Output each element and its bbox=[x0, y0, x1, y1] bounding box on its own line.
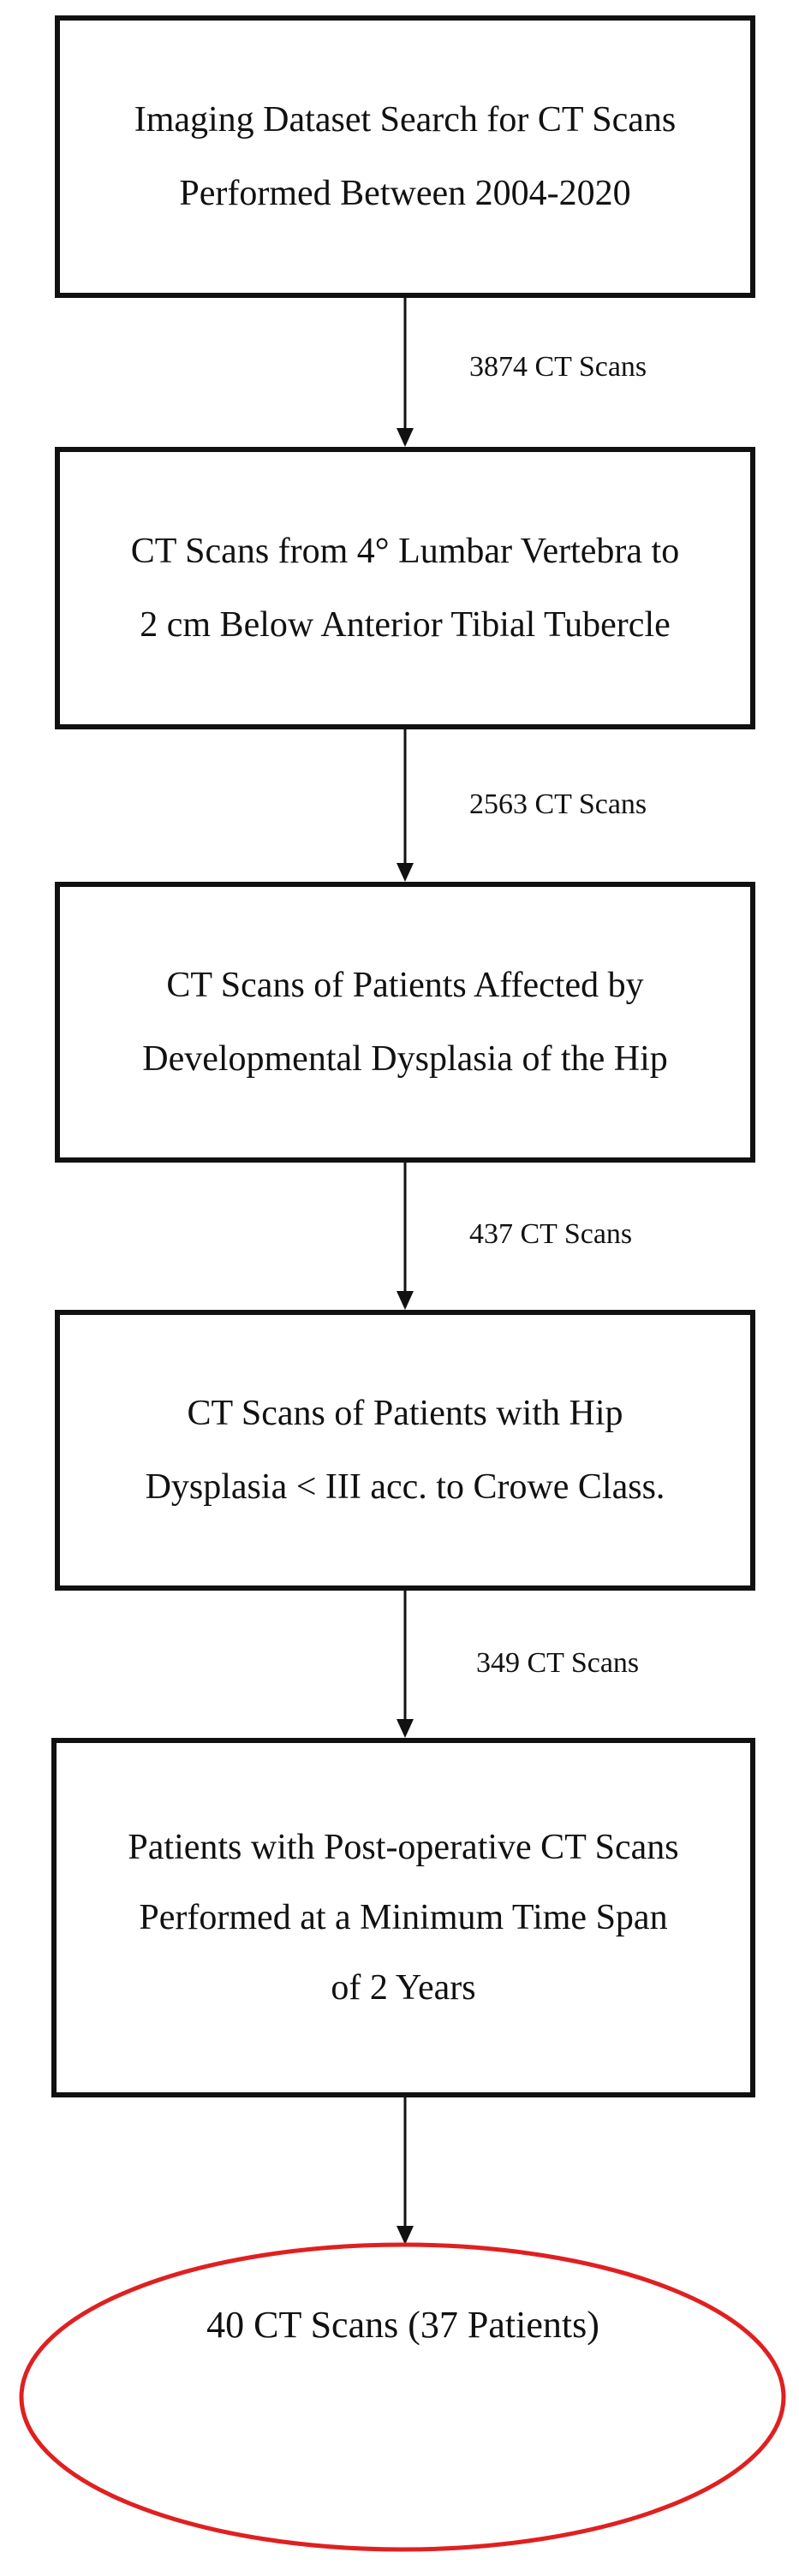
step-3-line-2: Developmental Dysplasia of the Hip bbox=[142, 1039, 668, 1079]
step-5-line-1: Patients with Post-operative CT Scans bbox=[128, 1828, 679, 1867]
step-4-line-1: CT Scans of Patients with Hip bbox=[187, 1394, 623, 1433]
step-box-postop-followup: Patients with Post-operative CT Scans Pe… bbox=[51, 1738, 755, 2097]
step-box-scan-range: CT Scans from 4° Lumbar Vertebra to 2 cm… bbox=[55, 447, 755, 729]
step-2-line-2: 2 cm Below Anterior Tibial Tubercle bbox=[140, 605, 671, 645]
step-1-line-1: Imaging Dataset Search for CT Scans bbox=[134, 100, 677, 140]
step-3-line-1: CT Scans of Patients Affected by bbox=[166, 966, 644, 1005]
step-4-line-2: Dysplasia < III acc. to Crowe Class. bbox=[145, 1467, 665, 1507]
step-2-line-1: CT Scans from 4° Lumbar Vertebra to bbox=[130, 532, 680, 571]
step-5-line-3: of 2 Years bbox=[331, 1968, 476, 2008]
step-box-dataset-search: Imaging Dataset Search for CT Scans Perf… bbox=[55, 15, 755, 298]
result-ellipse bbox=[19, 2242, 786, 2552]
arrowhead-2-icon bbox=[397, 863, 414, 882]
arrow-label-2: 2563 CT Scans bbox=[469, 788, 647, 820]
arrowhead-3-icon bbox=[397, 1291, 414, 1310]
arrow-label-4: 349 CT Scans bbox=[476, 1647, 640, 1679]
step-box-ddh-patients: CT Scans of Patients Affected by Develop… bbox=[55, 882, 755, 1163]
step-box-crowe-class: CT Scans of Patients with Hip Dysplasia … bbox=[55, 1310, 755, 1591]
arrow-label-3: 437 CT Scans bbox=[469, 1218, 633, 1250]
result-label: 40 CT Scans (37 Patients) bbox=[206, 2303, 599, 2346]
arrowhead-1-icon bbox=[397, 428, 414, 447]
step-5-line-2: Performed at a Minimum Time Span bbox=[139, 1898, 668, 1937]
arrowhead-4-icon bbox=[397, 1719, 414, 1738]
arrowhead-5-icon bbox=[397, 2226, 414, 2245]
arrow-label-1: 3874 CT Scans bbox=[469, 351, 647, 383]
step-1-line-2: Performed Between 2004-2020 bbox=[179, 174, 631, 213]
